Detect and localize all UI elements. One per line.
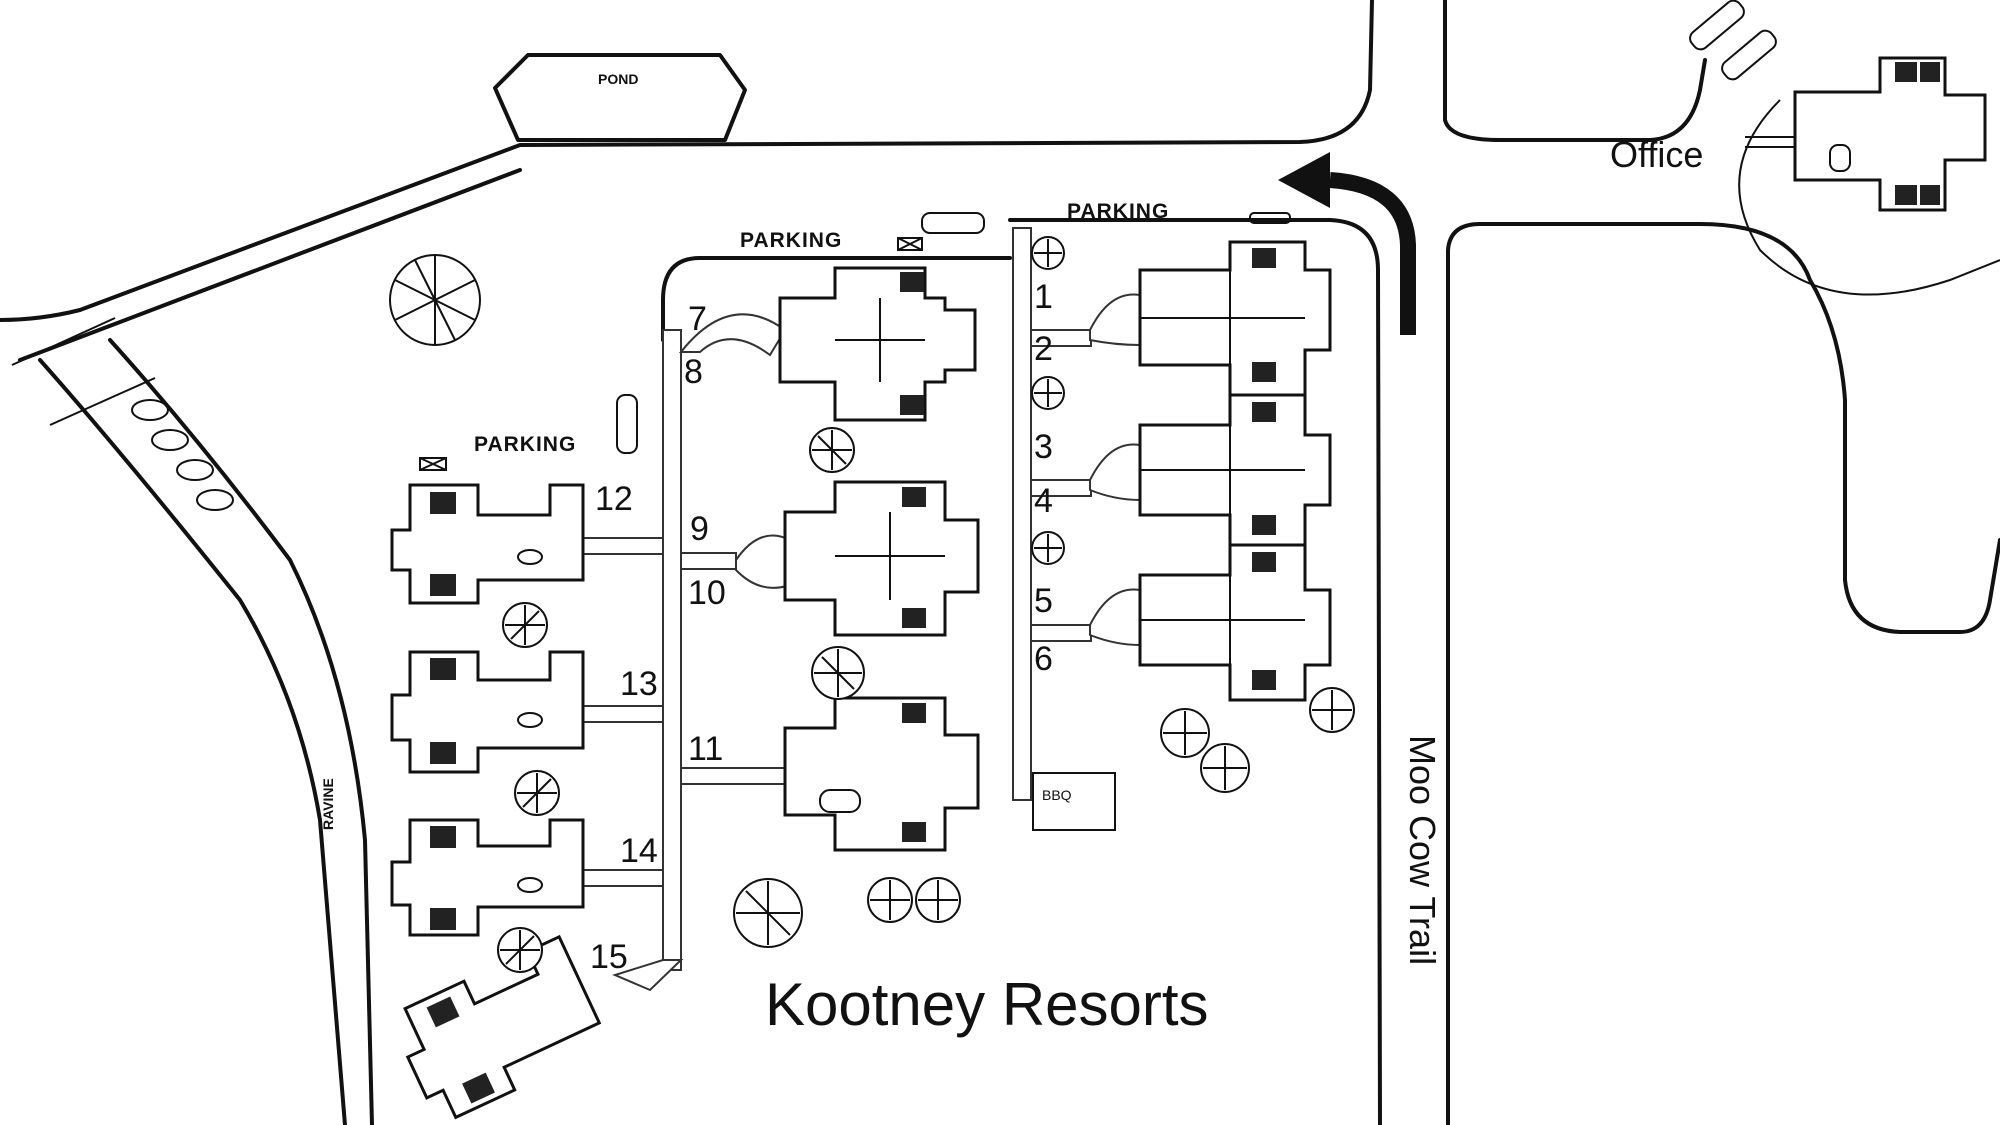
- tree-icon: [809, 427, 855, 473]
- inner-road-right: [1008, 218, 1382, 1125]
- unit-label-5: 5: [1034, 582, 1053, 620]
- unit-9-10-building: [783, 480, 980, 637]
- unit-label-2: 2: [1034, 330, 1053, 368]
- pond: POND: [493, 53, 747, 142]
- unit-label-1: 1: [1034, 278, 1053, 316]
- main-road-bottom-edge: [18, 168, 522, 362]
- unit-label-10: 10: [688, 574, 726, 612]
- tree-icon: [915, 877, 961, 923]
- pond-label: POND: [598, 71, 638, 87]
- buildings: BBQ: [390, 56, 1987, 1120]
- tree-icon: [733, 878, 803, 948]
- road-name-label: Moo Cow Trail: [1402, 735, 1443, 965]
- unit-label-7: 7: [688, 300, 707, 338]
- bbq-area: BBQ: [1032, 772, 1116, 831]
- unit-12-building: [390, 483, 585, 605]
- tree-icon: [1160, 708, 1210, 758]
- walkway-west-spine: [662, 329, 682, 971]
- unit-label-12: 12: [595, 480, 633, 518]
- walkway-15: [612, 959, 684, 992]
- right-road-lower: [1446, 222, 2000, 1125]
- unit-label-14: 14: [620, 832, 658, 870]
- unit-label-3: 3: [1034, 428, 1053, 466]
- tree-icon: [389, 254, 481, 346]
- trees: [389, 236, 1355, 973]
- unit-label-4: 4: [1034, 482, 1053, 520]
- car-icon: [1721, 29, 1777, 81]
- unit-3-4-building: [1138, 393, 1332, 547]
- tree-icon: [867, 877, 913, 923]
- tree-icon: [502, 602, 548, 648]
- ravine: RAVINE: [11, 317, 374, 1125]
- tree-icon: [514, 770, 560, 816]
- tree-icon: [1200, 743, 1250, 793]
- unit-label-15: 15: [590, 938, 628, 976]
- parking-label-north-west: PARKING: [740, 229, 842, 252]
- tree-icon: [1309, 687, 1355, 733]
- unit-15-building: [403, 934, 602, 1120]
- right-road-left-edge: [1443, 0, 1707, 142]
- parking-marker-icon: [419, 457, 447, 471]
- tree-icon: [497, 927, 543, 973]
- direction-arrow-icon: [1278, 152, 1416, 335]
- unit-1-2-building: [1138, 240, 1332, 397]
- car-icon: [1249, 212, 1291, 224]
- parked-cars: [419, 0, 1777, 471]
- bbq-label: BBQ: [1042, 787, 1072, 803]
- car-icon: [616, 394, 638, 454]
- main-road-top-edge: [0, 0, 1374, 322]
- unit-label-6: 6: [1034, 640, 1053, 678]
- parking-lane-edge: [661, 256, 702, 342]
- walkway-east-spine: [1012, 227, 1032, 801]
- office-label: Office: [1610, 134, 1703, 175]
- unit-label-13: 13: [620, 665, 658, 703]
- parking-label-north-east: PARKING: [1067, 200, 1169, 223]
- unit-5-6-building: [1138, 543, 1332, 702]
- parking-marker-icon: [897, 237, 923, 251]
- tree-icon: [1031, 236, 1065, 270]
- office-building: [1745, 56, 1987, 212]
- car-icon: [921, 212, 985, 234]
- unit-13-building: [390, 650, 585, 774]
- ravine-label: RAVINE: [320, 778, 336, 830]
- unit-14-building: [390, 818, 585, 937]
- unit-7-8-building: [778, 266, 977, 422]
- car-icon: [1689, 0, 1745, 51]
- unit-label-9: 9: [690, 510, 709, 548]
- map-title: Kootney Resorts: [765, 971, 1209, 1038]
- unit-label-8: 8: [684, 353, 703, 391]
- parking-label-west: PARKING: [474, 433, 576, 456]
- tree-icon: [1031, 376, 1065, 410]
- tree-icon: [811, 646, 865, 700]
- tree-icon: [1031, 531, 1065, 565]
- unit-label-11: 11: [688, 730, 723, 768]
- walkways: [581, 227, 1141, 992]
- unit-11-building: [783, 696, 980, 852]
